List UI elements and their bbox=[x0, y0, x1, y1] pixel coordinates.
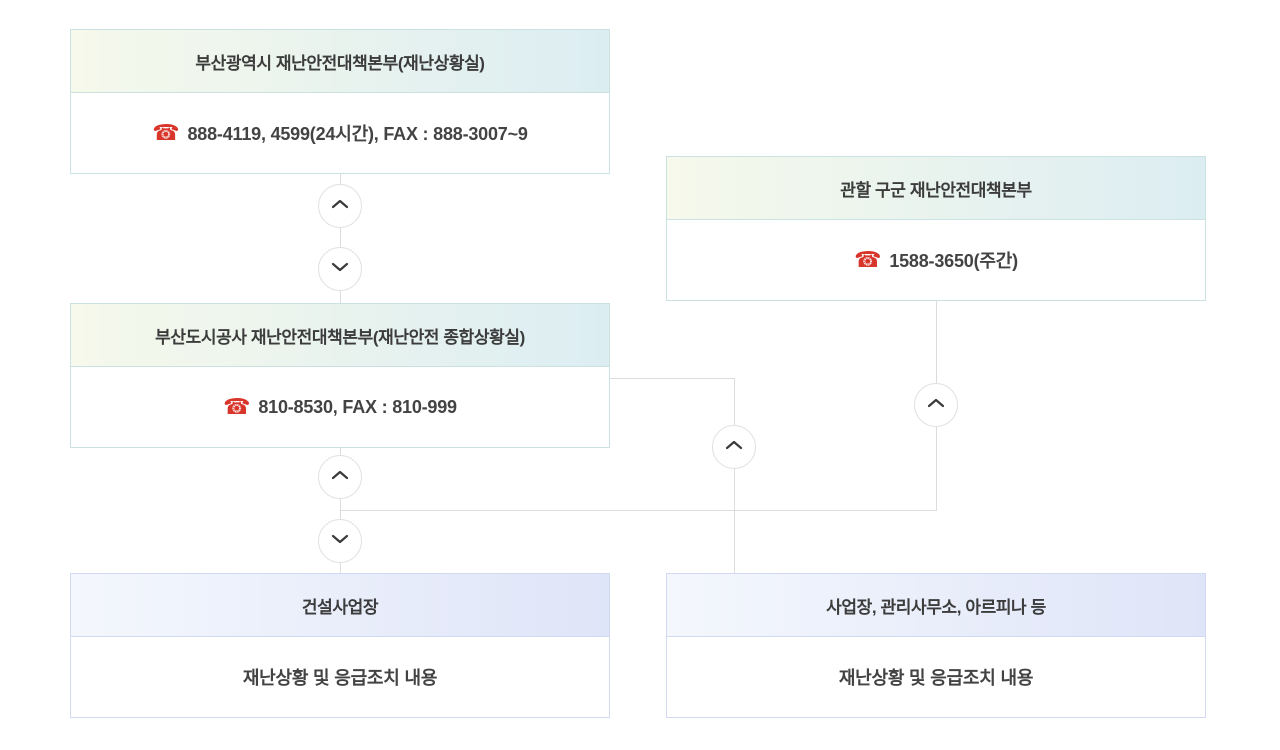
chevron-up-icon bbox=[724, 438, 744, 456]
phone-icon: ☎ bbox=[854, 247, 882, 272]
phone-icon: ☎ bbox=[152, 120, 180, 145]
node-description: 재난상황 및 응급조치 내용 bbox=[71, 637, 609, 717]
chevron-down-icon bbox=[330, 260, 350, 278]
node-description-text: 재난상황 및 응급조치 내용 bbox=[838, 668, 1034, 688]
phone-icon: ☎ bbox=[223, 394, 251, 419]
connector-line-horizontal-middle bbox=[610, 378, 734, 379]
node-construction-site: 건설사업장 재난상황 및 응급조치 내용 bbox=[70, 573, 610, 718]
node-district-hq: 관할 구군 재난안전대책본부 ☎ 1588-3650(주간) bbox=[666, 156, 1206, 301]
connector-line-vertical-top-left bbox=[340, 172, 341, 303]
node-title: 사업장, 관리사무소, 아르피나 등 bbox=[667, 574, 1205, 637]
node-description: 재난상황 및 응급조치 내용 bbox=[667, 637, 1205, 717]
node-title: 건설사업장 bbox=[71, 574, 609, 637]
node-bmc-hq: 부산도시공사 재난안전대책본부(재난안전 종합상황실) ☎ 810-8530, … bbox=[70, 303, 610, 448]
chevron-up-icon bbox=[330, 197, 350, 215]
chevron-up-icon bbox=[330, 468, 350, 486]
node-contact: ☎ 888-4119, 4599(24시간), FAX : 888-3007~9 bbox=[71, 93, 609, 173]
chevron-up-circle bbox=[914, 383, 958, 427]
phone-number-text: 1588-3650(주간) bbox=[889, 251, 1018, 271]
node-title: 부산도시공사 재난안전대책본부(재난안전 종합상황실) bbox=[71, 304, 609, 367]
node-workplace-offices: 사업장, 관리사무소, 아르피나 등 재난상황 및 응급조치 내용 bbox=[666, 573, 1206, 718]
connector-line-horizontal-bottom bbox=[340, 510, 937, 511]
chevron-up-circle bbox=[318, 184, 362, 228]
phone-number-text: 810-8530, FAX : 810-999 bbox=[258, 396, 457, 417]
node-title: 관할 구군 재난안전대책본부 bbox=[667, 157, 1205, 220]
node-description-text: 재난상황 및 응급조치 내용 bbox=[242, 668, 438, 688]
node-title: 부산광역시 재난안전대책본부(재난상황실) bbox=[71, 30, 609, 93]
node-contact: ☎ 810-8530, FAX : 810-999 bbox=[71, 367, 609, 447]
phone-number-text: 888-4119, 4599(24시간), FAX : 888-3007~9 bbox=[187, 124, 528, 144]
chevron-up-circle bbox=[712, 425, 756, 469]
chevron-down-circle bbox=[318, 519, 362, 563]
chevron-down-circle bbox=[318, 247, 362, 291]
chevron-down-icon bbox=[330, 532, 350, 550]
chevron-up-icon bbox=[926, 396, 946, 414]
node-contact: ☎ 1588-3650(주간) bbox=[667, 220, 1205, 300]
connector-line-vertical-bottom-left bbox=[340, 443, 341, 573]
chevron-up-circle bbox=[318, 455, 362, 499]
connector-line-vertical-center bbox=[734, 378, 735, 573]
node-busan-city-hq: 부산광역시 재난안전대책본부(재난상황실) ☎ 888-4119, 4599(2… bbox=[70, 29, 610, 174]
